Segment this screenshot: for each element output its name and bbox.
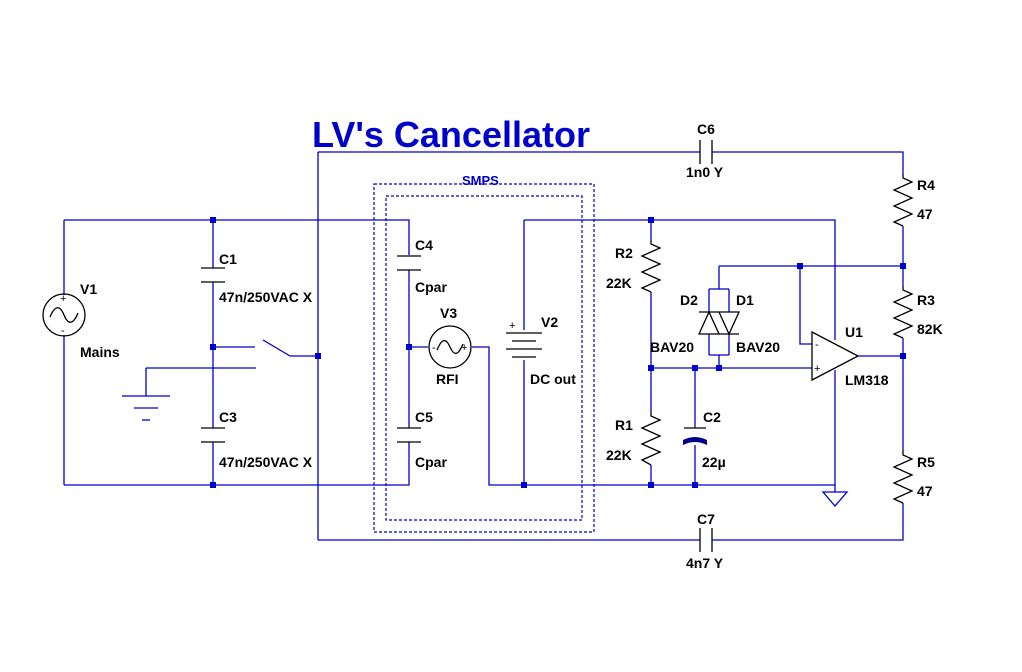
u1-name: U1	[845, 324, 863, 340]
c2-polarized-capacitor	[683, 427, 707, 445]
v3-rfi-source: - +	[428, 325, 472, 369]
svg-text:-: -	[432, 342, 436, 354]
c1-name: C1	[219, 251, 237, 267]
r4-value: 47	[917, 206, 933, 222]
v3-name: V3	[440, 305, 457, 321]
r4-name: R4	[917, 177, 935, 193]
c4-capacitor	[397, 255, 421, 271]
component-labels: V1 Mains C1 47n/250VAC X C3 47n/250VAC X…	[80, 121, 943, 571]
r3-name: R3	[917, 292, 935, 308]
c6-name: C6	[697, 121, 715, 137]
svg-text:+: +	[461, 342, 467, 354]
c2-value: 22µ	[702, 454, 726, 470]
v2-value: DC out	[530, 371, 576, 387]
r5-resistor	[892, 450, 914, 504]
d2-value: BAV20	[650, 339, 694, 355]
v1-value: Mains	[80, 344, 120, 360]
r2-resistor	[640, 240, 662, 293]
r3-value: 82K	[917, 321, 943, 337]
u1-value: LM318	[845, 372, 889, 388]
c7-name: C7	[697, 511, 715, 527]
r4-resistor	[892, 174, 914, 227]
r1-value: 22K	[606, 447, 632, 463]
svg-text:+: +	[814, 363, 820, 375]
d1-value: BAV20	[736, 339, 780, 355]
r3-resistor	[892, 286, 914, 339]
smps-enclosure: SMPS	[373, 173, 595, 533]
v1-mains-source: + -	[42, 293, 86, 337]
c5-capacitor	[397, 427, 421, 443]
r2-value: 22K	[606, 275, 632, 291]
r2-name: R2	[615, 245, 633, 261]
svg-text:-: -	[815, 339, 819, 351]
smps-label: SMPS	[462, 173, 499, 188]
r5-name: R5	[917, 454, 935, 470]
schematic-title: LV's Cancellator	[312, 114, 590, 155]
wires	[63, 151, 904, 541]
c6-capacitor	[699, 140, 713, 164]
svg-text:-: -	[61, 325, 65, 337]
c5-value: Cpar	[415, 454, 447, 470]
junctions	[210, 217, 906, 488]
d2-diode	[697, 310, 721, 335]
c7-capacitor	[699, 528, 713, 552]
v2-name: V2	[541, 314, 558, 330]
d2-name: D2	[680, 292, 698, 308]
c1-value: 47n/250VAC X	[219, 289, 313, 305]
svg-text:+: +	[509, 320, 515, 332]
v2-battery: +	[506, 320, 542, 358]
r1-name: R1	[615, 417, 633, 433]
d1-diode	[717, 311, 741, 336]
c3-value: 47n/250VAC X	[219, 454, 313, 470]
r1-resistor	[640, 412, 662, 466]
d1-name: D1	[736, 292, 754, 308]
c4-value: Cpar	[415, 279, 447, 295]
c7-value: 4n7 Y	[686, 555, 724, 571]
svg-text:+: +	[60, 293, 66, 305]
v1-name: V1	[80, 281, 97, 297]
ground-symbol-left	[122, 395, 170, 421]
c2-name: C2	[703, 409, 721, 425]
c6-value: 1n0 Y	[686, 164, 724, 180]
c5-name: C5	[415, 409, 433, 425]
c4-name: C4	[415, 237, 433, 253]
c3-capacitor	[201, 427, 225, 443]
r5-value: 47	[917, 483, 933, 499]
c3-name: C3	[219, 409, 237, 425]
v3-value: RFI	[436, 371, 459, 387]
ground-symbol-opamp	[821, 491, 849, 507]
u1-opamp: - +	[811, 330, 860, 382]
c1-capacitor	[201, 267, 225, 283]
